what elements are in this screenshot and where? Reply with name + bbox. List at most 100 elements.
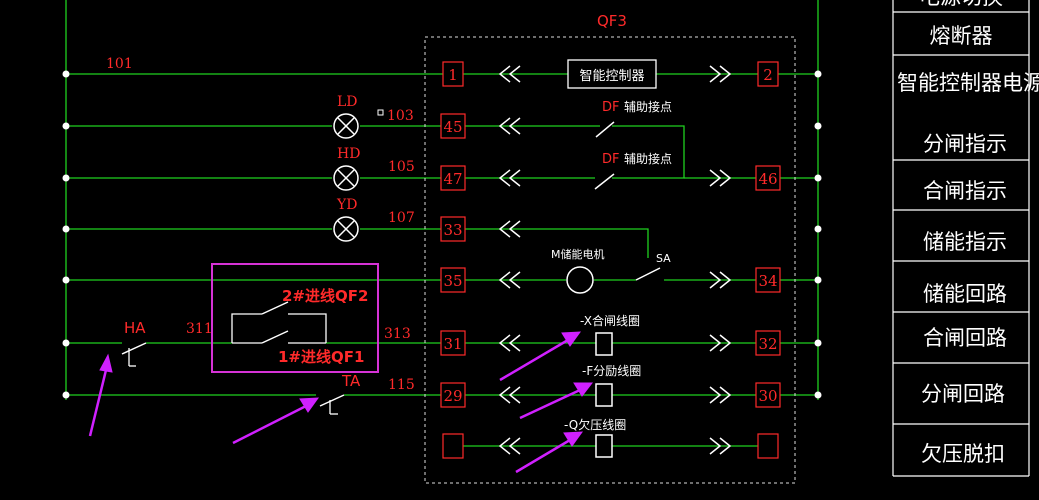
- terminal-left-45: 45: [443, 118, 462, 136]
- lamp-yd: YD: [333, 197, 359, 242]
- coil-icon: [595, 383, 613, 407]
- terminals-left: 1 45 47 33 35 31 29: [440, 61, 466, 459]
- dot: [62, 339, 70, 347]
- legend-top-partial: 电源切换: [919, 0, 1003, 9]
- motor-icon: [566, 266, 594, 294]
- legend-item-fuse: 熔断器: [930, 24, 993, 48]
- chevron-left-icon: [498, 334, 521, 352]
- coil-icon: [595, 332, 613, 356]
- df1-label: 辅助接点: [624, 99, 672, 114]
- wire-label-103: 103: [387, 108, 414, 124]
- dot: [62, 225, 70, 233]
- terminal-right-32: 32: [758, 335, 777, 353]
- lamp-ld: LD: [333, 94, 359, 139]
- bus-lines: [65, 0, 819, 400]
- legend-item-storage-circuit: 储能回路: [923, 282, 1007, 306]
- terminal-left-1: 1: [448, 66, 458, 84]
- terminals-right: 2 46 34 32 30: [755, 61, 781, 459]
- switch-ta: TA: [319, 372, 361, 415]
- close-coil-label: -X合闸线圈: [580, 313, 640, 328]
- arrow-head-icon: [299, 397, 320, 413]
- lamp-hd: HD: [333, 146, 360, 191]
- uv-coil-label: -Q欠压线圈: [564, 417, 626, 432]
- wire-label-313: 313: [384, 326, 411, 342]
- switch-label-sa: SA: [656, 252, 671, 265]
- small-square-marker: [377, 109, 384, 116]
- terminal-left-29: 29: [443, 387, 462, 405]
- dot: [814, 276, 822, 284]
- chevron-right-icon: [709, 169, 732, 187]
- terminal-left-31: 31: [443, 335, 462, 353]
- chevron-left-icon: [498, 271, 521, 289]
- terminal-right-34: 34: [758, 272, 777, 290]
- legend-table: 电源切换 熔断器 智能控制器电源 分闸指示 合闸指示 储能指示 储能回路 合闸回…: [892, 0, 1039, 477]
- switch-ha: HA: [121, 319, 147, 367]
- dot: [814, 391, 822, 399]
- lamp-icon: [333, 165, 359, 191]
- controller-box: [567, 59, 657, 89]
- dot: [814, 70, 822, 78]
- breaker-name: QF3: [597, 12, 627, 30]
- legend-item-undervoltage-trip: 欠压脱扣: [921, 442, 1005, 466]
- wire-row-4b: [360, 228, 649, 258]
- arrow-head-icon: [573, 382, 594, 397]
- uv-coil: -Q欠压线圈: [564, 417, 626, 458]
- arrow-head-icon: [99, 353, 113, 373]
- legend-item-close-circuit: 合闸回路: [923, 326, 1007, 350]
- terminal-right-2: 2: [763, 66, 773, 84]
- wire-label-105: 105: [388, 159, 415, 175]
- dot: [62, 276, 70, 284]
- dot: [62, 122, 70, 130]
- legend-item-controller-power: 智能控制器电源: [897, 71, 1039, 95]
- chevron-left-icon: [498, 437, 521, 455]
- shunt-coil: -F分励线圈: [582, 364, 641, 407]
- coil-icon: [595, 434, 613, 458]
- chevron-left-icon: [498, 169, 521, 187]
- chevron-right-icon: [709, 386, 732, 404]
- legend-item-open-indicator: 分闸指示: [923, 132, 1007, 156]
- terminal-right-46: 46: [758, 170, 777, 188]
- legend-item-open-circuit: 分闸回路: [921, 382, 1005, 406]
- chevron-left-icon: [498, 220, 521, 238]
- interlock-qf1-label: 1#进线QF1: [278, 348, 364, 366]
- legend-item-close-indicator: 合闸指示: [923, 179, 1007, 203]
- dot: [814, 339, 822, 347]
- terminal-left-33: 33: [443, 221, 462, 239]
- terminal-left-47: 47: [443, 170, 462, 188]
- dot: [814, 174, 822, 182]
- shunt-coil-label: -F分励线圈: [582, 364, 641, 378]
- interlock-qf2-label: 2#进线QF2: [282, 287, 368, 305]
- chevron-right-icon: [709, 65, 732, 83]
- switch-label-ha: HA: [124, 319, 146, 337]
- switch-sa: SA: [635, 252, 671, 281]
- df-contact-2: DF 辅助接点: [594, 151, 672, 190]
- dot: [814, 122, 822, 130]
- terminal-left-35: 35: [443, 272, 462, 290]
- chevron-right-icon: [709, 437, 732, 455]
- df1-prefix: DF: [602, 100, 620, 115]
- df-link: [612, 125, 685, 179]
- lamp-label-yd: YD: [336, 197, 357, 213]
- dot: [62, 391, 70, 399]
- motor-label: M储能电机: [551, 247, 605, 261]
- wire-label-107: 107: [388, 210, 415, 226]
- terminal-right-empty: [757, 433, 779, 459]
- lamp-label-hd: HD: [337, 146, 360, 162]
- wire-label-115: 115: [388, 377, 415, 393]
- chevron-right-icon: [709, 334, 732, 352]
- interlock-box: 2#进线QF2 1#进线QF1: [211, 263, 379, 373]
- lamp-label-ld: LD: [337, 94, 358, 110]
- close-coil: -X合闸线圈: [580, 313, 640, 356]
- dot: [814, 225, 822, 233]
- lamp-icon: [333, 113, 359, 139]
- legend-item-storage-indicator: 储能指示: [923, 230, 1007, 254]
- chevron-left-icon: [498, 117, 521, 135]
- annotation-arrows: [88, 331, 594, 474]
- wire-label-101: 101: [106, 56, 133, 72]
- interlock-frame: [211, 263, 379, 373]
- df2-label: 辅助接点: [624, 151, 672, 166]
- storage-motor: M储能电机: [551, 247, 605, 294]
- terminal-right-30: 30: [758, 387, 777, 405]
- dot: [62, 70, 70, 78]
